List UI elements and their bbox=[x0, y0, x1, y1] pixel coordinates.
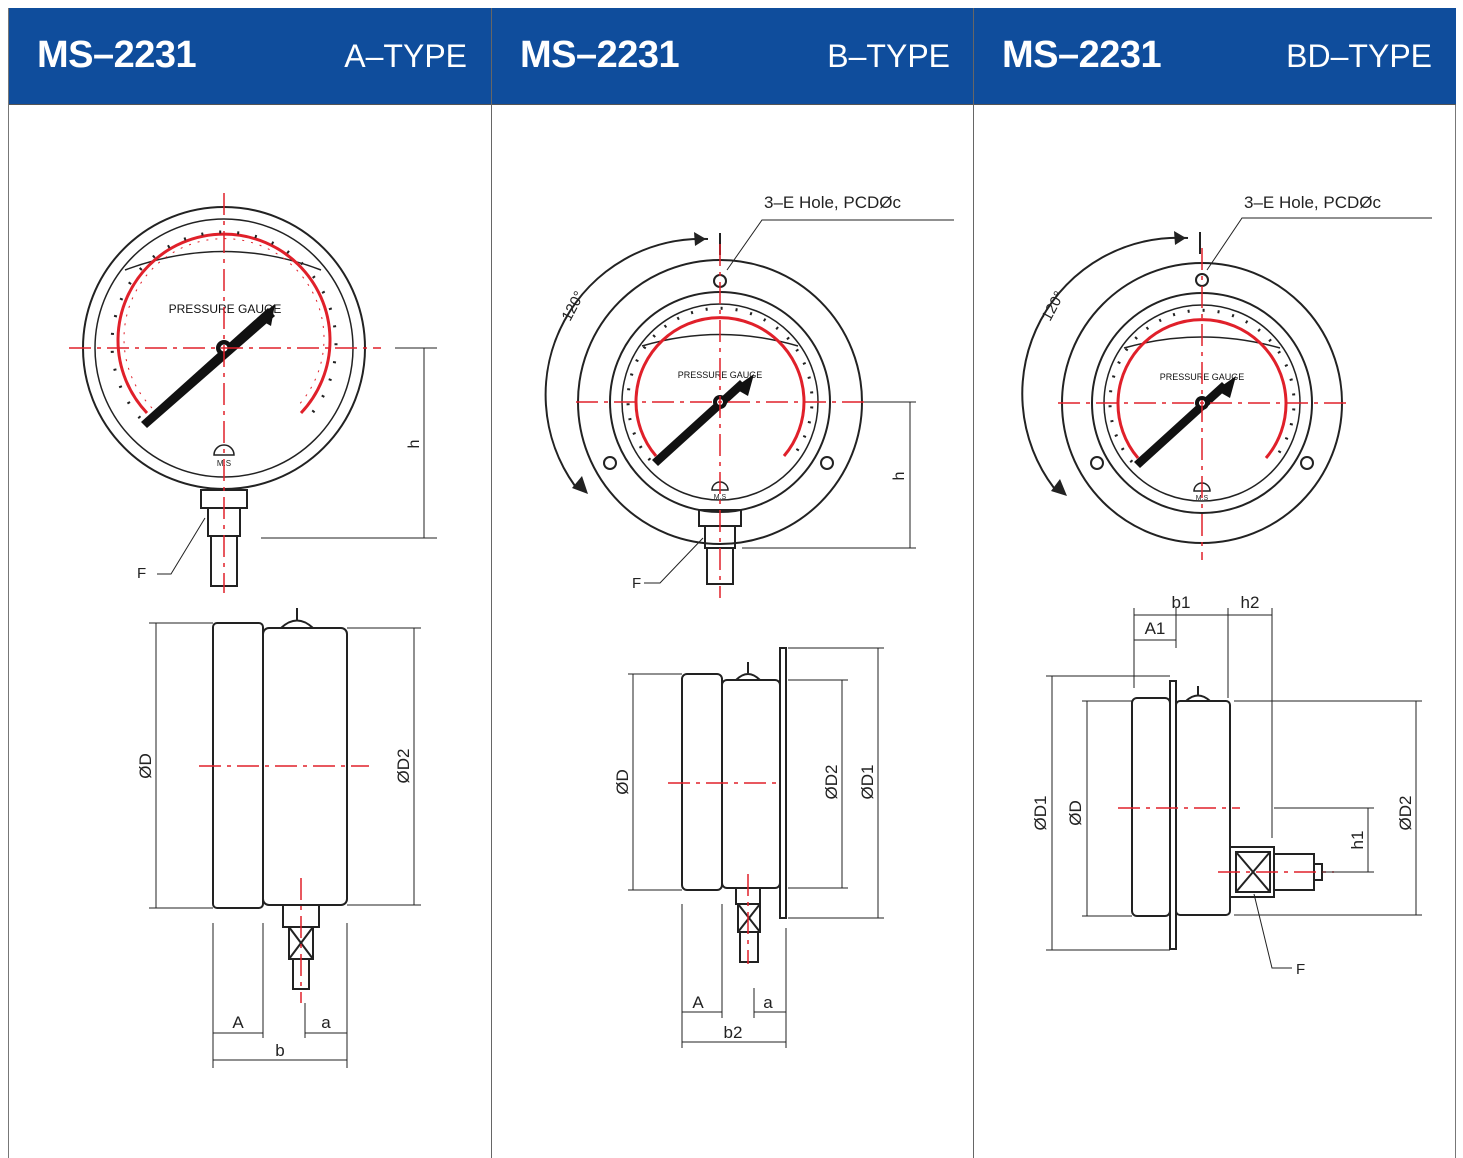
angle-120: 120° bbox=[1039, 288, 1069, 323]
type-label: BD–TYPE bbox=[1286, 38, 1432, 74]
panel-bd-type: MS–2231 BD–TYPE bbox=[973, 8, 1456, 1158]
ms-logo-icon bbox=[213, 444, 235, 456]
center-lines bbox=[1058, 248, 1346, 873]
dim-D1: ØD1 bbox=[1031, 796, 1050, 831]
dial-label: PRESSURE GAUGE bbox=[169, 302, 282, 316]
dim-A1: A1 bbox=[1145, 619, 1166, 638]
panel-b-header: MS–2231 B–TYPE bbox=[492, 8, 974, 105]
type-label: B–TYPE bbox=[827, 38, 950, 74]
panel-a-type: MS–2231 A–TYPE bbox=[9, 8, 491, 1158]
dim-F: F bbox=[137, 565, 146, 582]
dim-A: A bbox=[232, 1013, 244, 1032]
dim-b2: b2 bbox=[724, 1023, 743, 1042]
dim-A: A bbox=[692, 993, 704, 1012]
dim-b1: b1 bbox=[1172, 593, 1191, 612]
dim-F: F bbox=[632, 575, 641, 592]
logo-text: M.S bbox=[1196, 495, 1209, 502]
dim-D1: ØD1 bbox=[858, 765, 877, 800]
model-number: MS–2231 bbox=[1002, 34, 1162, 76]
panel-a-header: MS–2231 A–TYPE bbox=[9, 8, 491, 105]
dim-D2: ØD2 bbox=[822, 765, 841, 800]
dim-D: ØD bbox=[613, 769, 632, 795]
hole-callout: 3–E Hole, PCDØc bbox=[1244, 193, 1381, 212]
ms-logo-icon bbox=[711, 481, 729, 491]
drawing-sheet: MS–2231 A–TYPE bbox=[8, 8, 1456, 1158]
dim-a: a bbox=[321, 1013, 331, 1032]
panel-a-drawing: PRESSURE GAUGE M.S bbox=[69, 193, 437, 1068]
gauge-pointer bbox=[141, 308, 275, 428]
dim-h: h bbox=[406, 440, 423, 449]
logo-text: M.S bbox=[714, 494, 727, 501]
dim-D: ØD bbox=[136, 753, 155, 779]
dim-D: ØD bbox=[1066, 800, 1085, 826]
type-label: A–TYPE bbox=[344, 38, 467, 74]
center-lines bbox=[69, 193, 381, 1003]
dim-D2: ØD2 bbox=[1396, 796, 1415, 831]
panel-b-type: MS–2231 B–TYPE bbox=[491, 8, 974, 1158]
panel-bd-header: MS–2231 BD–TYPE bbox=[974, 8, 1456, 105]
center-lines bbox=[576, 244, 864, 964]
dim-h1: h1 bbox=[1348, 831, 1367, 850]
dim-a: a bbox=[763, 993, 773, 1012]
dim-h2: h2 bbox=[1241, 593, 1260, 612]
panel-bd-drawing: PRESSURE GAUGE M.S bbox=[1021, 193, 1432, 978]
ms-logo-icon bbox=[1193, 482, 1211, 492]
panel-b-drawing: PRESSURE GAUGE M.S bbox=[544, 193, 954, 1048]
model-number: MS–2231 bbox=[37, 34, 197, 76]
dim-h: h bbox=[891, 472, 908, 481]
dim-F: F bbox=[1296, 961, 1305, 978]
dim-b: b bbox=[275, 1041, 284, 1060]
model-number: MS–2231 bbox=[520, 34, 680, 76]
dim-D2: ØD2 bbox=[394, 749, 413, 784]
hole-callout: 3–E Hole, PCDØc bbox=[764, 193, 901, 212]
